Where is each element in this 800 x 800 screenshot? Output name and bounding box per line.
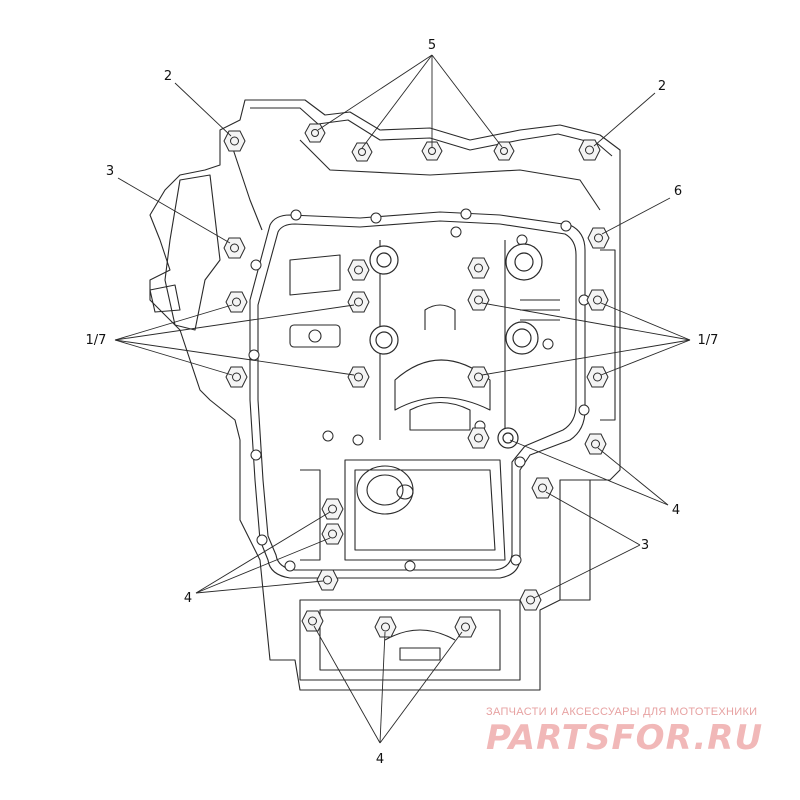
bolt-4-right-a — [584, 433, 607, 455]
bolt-5c — [421, 141, 443, 161]
bolt-2-left — [223, 130, 246, 152]
callout-4-left: 4 — [184, 591, 192, 606]
bolt-5a — [304, 123, 326, 143]
bolt-plain-a — [347, 259, 370, 281]
bolt-4-bottom-b — [374, 616, 397, 638]
bolt-17-d — [347, 366, 370, 388]
bolts — [223, 123, 610, 638]
watermark-logo: PARTSFOR.RU — [486, 718, 764, 758]
bolt-17-f — [586, 289, 609, 311]
callout-4-bottom: 4 — [376, 752, 384, 767]
bolt-inner-a — [467, 427, 490, 449]
gasket-holes — [248, 208, 590, 572]
callout-3-right: 3 — [641, 538, 649, 553]
bolt-17-b — [347, 291, 370, 313]
bolt-5b — [351, 142, 373, 162]
callout-4-right: 4 — [672, 503, 680, 518]
bolt-3-right — [519, 589, 542, 611]
bolt-17-a — [225, 291, 248, 313]
bolt-4-left-a — [321, 498, 344, 520]
crankcase-outline — [149, 99, 621, 691]
callout-6: 6 — [674, 184, 682, 199]
callout-labels: 5 2 2 3 6 1/7 1/7 4 3 4 4 — [86, 38, 719, 767]
main-bosses — [369, 243, 543, 449]
callout-5: 5 — [428, 38, 436, 53]
callout-1-7-left: 1/7 — [86, 333, 107, 348]
leader-lines — [114, 54, 691, 744]
bolt-4-right-b — [531, 477, 554, 499]
bolt-17-g — [467, 366, 490, 388]
bolt-17-e — [467, 289, 490, 311]
bolt-4-bottom-c — [454, 616, 477, 638]
callout-2-right: 2 — [658, 79, 666, 94]
callout-2-left: 2 — [164, 69, 172, 84]
bolt-plain-b — [467, 257, 490, 279]
watermark-caption: ЗАПЧАСТИ И АКСЕССУАРЫ ДЛЯ МОТОТЕХНИКИ — [486, 706, 758, 718]
bolt-6 — [587, 227, 610, 249]
bolt-4-bottom-a — [301, 610, 324, 632]
bolt-4-left-c — [316, 569, 339, 591]
bolt-4-left-b — [321, 523, 344, 545]
bolt-2-right — [578, 139, 601, 161]
bolt-5d — [493, 141, 515, 161]
bolt-17-c — [225, 366, 248, 388]
bolt-17-h — [586, 366, 609, 388]
callout-3-left: 3 — [106, 164, 114, 179]
callout-1-7-right: 1/7 — [698, 333, 719, 348]
